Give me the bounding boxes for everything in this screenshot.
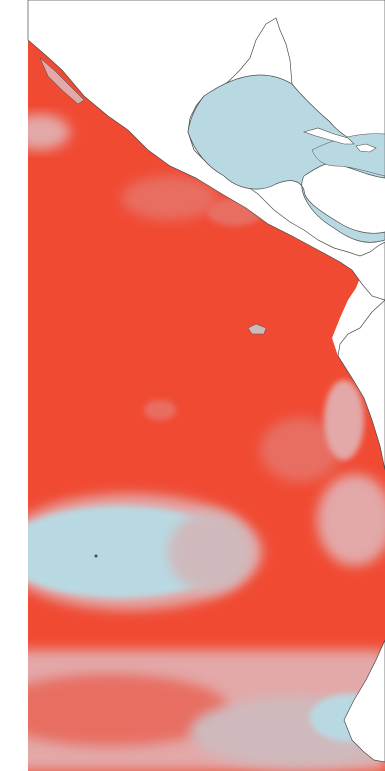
hispaniola-island <box>355 143 377 153</box>
gulf-caribbean-seas <box>39 57 385 243</box>
south-america-tip <box>343 639 385 763</box>
galapagos-island <box>247 323 267 335</box>
gulf-of-california <box>39 57 85 105</box>
cuba-island <box>302 127 355 145</box>
island-icon <box>94 554 98 558</box>
gulf-of-mexico <box>187 74 385 243</box>
land-masses <box>27 0 385 763</box>
south-america <box>337 299 385 471</box>
